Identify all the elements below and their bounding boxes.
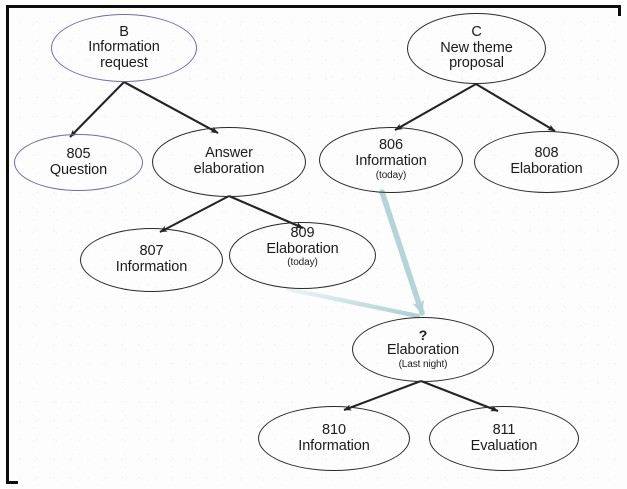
- node-c-new-theme-proposal[interactable]: C New theme proposal: [407, 13, 546, 84]
- node-label: Information: [355, 153, 427, 170]
- node-sublabel: (today): [287, 257, 318, 269]
- node-unknown-elaboration[interactable]: ? Elaboration (Last night): [352, 317, 494, 382]
- node-sublabel: (today): [375, 169, 407, 181]
- node-id: ?: [418, 327, 428, 344]
- node-id: 806: [379, 137, 403, 154]
- node-label: Elaboration: [510, 161, 583, 177]
- node-label: Evaluation: [470, 437, 538, 454]
- node-806-information[interactable]: 806 Information (today): [319, 127, 463, 193]
- node-811-evaluation[interactable]: 811 Evaluation: [429, 406, 579, 471]
- node-808-elaboration[interactable]: 808 Elaboration: [474, 131, 619, 193]
- node-id: C: [471, 24, 482, 41]
- node-id: B: [119, 23, 129, 40]
- node-label: Elaboration: [266, 240, 339, 257]
- node-answer-elaboration[interactable]: Answer elaboration: [152, 127, 306, 197]
- node-id: 808: [534, 145, 559, 162]
- node-id: 805: [66, 145, 91, 162]
- node-810-information[interactable]: 810 Information: [258, 406, 410, 471]
- node-id: 810: [322, 421, 346, 438]
- node-label-line1: Answer: [205, 145, 253, 162]
- node-label-line1: Information: [88, 39, 160, 56]
- node-label: Question: [49, 161, 108, 178]
- node-label: Information: [298, 437, 370, 454]
- node-id: 809: [290, 225, 315, 241]
- node-label-line2: proposal: [449, 55, 504, 72]
- node-label: Elaboration: [386, 342, 460, 359]
- node-id: 807: [139, 243, 164, 260]
- node-label: Information: [115, 259, 188, 275]
- node-809-elaboration[interactable]: 809 Elaboration (today): [229, 222, 376, 289]
- node-sublabel: (Last night): [398, 358, 448, 370]
- node-b-information-request[interactable]: B Information request: [51, 14, 197, 82]
- node-label-line2: request: [100, 54, 148, 71]
- node-label-line2: elaboration: [193, 161, 265, 177]
- node-807-information[interactable]: 807 Information: [80, 228, 223, 292]
- node-label-line1: New theme: [440, 39, 513, 56]
- node-id: 811: [492, 421, 516, 438]
- node-805-question[interactable]: 805 Question: [14, 134, 143, 191]
